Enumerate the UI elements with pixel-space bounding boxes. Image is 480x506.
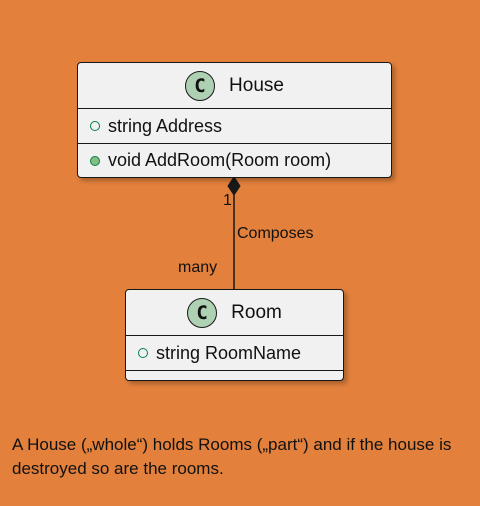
room-attribute-text: string RoomName [156, 342, 302, 363]
room-methods [126, 371, 343, 380]
house-attribute-text: string Address [108, 115, 223, 136]
house-method-text: void AddRoom(Room room) [108, 150, 332, 170]
source-multiplicity: 1 [223, 192, 232, 209]
relationship-label: Composes [237, 225, 314, 242]
house-method: void AddRoom(Room room) [90, 150, 331, 171]
class-stereotype-icon: C [185, 70, 216, 101]
house-class-name: House [229, 74, 284, 96]
room-class-name: Room [231, 301, 282, 323]
house-class[interactable]: C House string Address void AddRoom(Room… [77, 62, 392, 178]
diagram-caption: A House („whole“) holds Rooms („part“) a… [12, 435, 452, 478]
room-class[interactable]: C Room string RoomName [125, 289, 344, 381]
public-field-icon [90, 121, 100, 131]
room-attribute: string RoomName [138, 343, 301, 364]
room-attributes: string RoomName [126, 336, 343, 371]
house-class-header: C House [78, 63, 391, 109]
room-class-header: C Room [126, 290, 343, 336]
house-attribute: string Address [90, 116, 222, 137]
public-field-icon [138, 348, 148, 358]
public-method-icon [90, 155, 100, 166]
class-stereotype-icon: C [187, 297, 218, 328]
house-attributes: string Address [78, 109, 391, 144]
target-multiplicity: many [178, 259, 218, 276]
composition-diamond [227, 176, 241, 196]
house-methods: void AddRoom(Room room) [78, 144, 391, 177]
